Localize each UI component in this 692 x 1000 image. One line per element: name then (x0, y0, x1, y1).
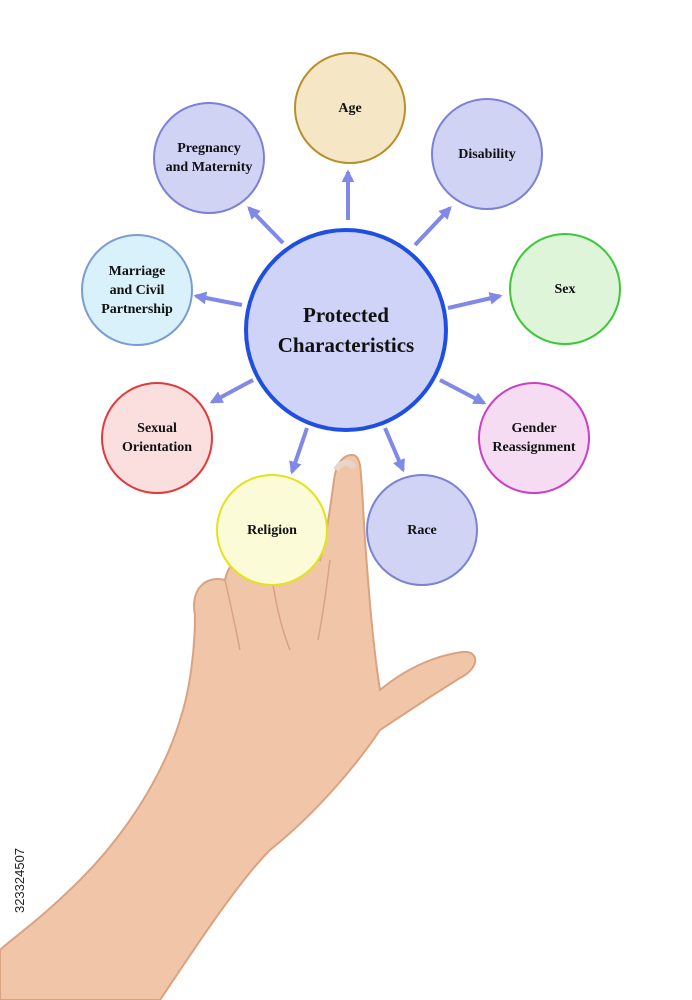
node-gender-reassignment: Gender Reassignment (478, 382, 590, 494)
node-label: Gender Reassignment (492, 421, 576, 455)
arrow-race (383, 427, 405, 473)
node-disability: Disability (431, 98, 543, 210)
node-label: Sex (554, 281, 576, 297)
node-age: Age (294, 52, 406, 164)
node-marriage-civil-partnership: Marriage and Civil Partnership (81, 234, 193, 346)
node-pregnancy-maternity: Pregnancy and Maternity (153, 102, 265, 214)
arrow-marriage-civil-partnership (193, 291, 243, 307)
arrow-pregnancy-maternity (247, 206, 285, 245)
center-node-label: Protected Characteristics (277, 303, 415, 357)
node-label: Race (407, 522, 437, 538)
side-id-text: 323324507 (12, 847, 28, 913)
node-label: Age (338, 100, 362, 116)
node-sexual-orientation: Sexual Orientation (101, 382, 213, 494)
arrow-sexual-orientation (209, 378, 254, 404)
node-label: Religion (247, 522, 297, 538)
arrow-disability (413, 206, 452, 247)
node-sex: Sex (509, 233, 621, 345)
arrow-sex (447, 292, 503, 310)
node-label: Marriage and Civil Partnership (101, 263, 173, 317)
center-node-protected-characteristics: Protected Characteristics (244, 228, 448, 432)
node-label: Disability (458, 146, 516, 162)
arrow-religion (289, 427, 309, 475)
arrow-gender-reassignment (439, 378, 487, 405)
node-label: Pregnancy and Maternity (165, 141, 253, 175)
node-label: Sexual Orientation (122, 421, 192, 455)
node-race: Race (366, 474, 478, 586)
node-religion: Religion (216, 474, 328, 586)
